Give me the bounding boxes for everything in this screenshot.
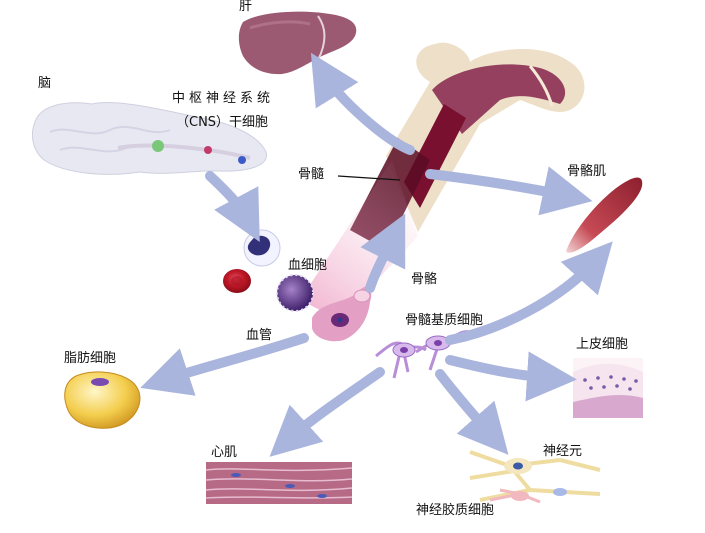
neuron-glia-illustration <box>469 450 601 504</box>
label-bone: 骨骼 <box>411 272 438 287</box>
label-marrow-stromal-cells: 骨髓基质细胞 <box>405 313 484 328</box>
label-bone-marrow: 骨髓 <box>298 167 325 182</box>
liver-organ <box>238 11 357 75</box>
arrow-brain-to-blood <box>205 171 260 243</box>
bone-marrow-pointer <box>337 175 401 181</box>
brain-organ <box>31 102 267 175</box>
blood-cells-illustration <box>223 229 314 312</box>
epithelial-cells-illustration <box>573 358 643 418</box>
arrow-stromal-to-cardiac <box>269 367 385 457</box>
arrow-stromal-to-epithelium <box>445 351 577 402</box>
skeletal-muscle-illustration <box>566 177 643 253</box>
label-cns-line1: 中枢神经系统 <box>172 91 275 106</box>
label-blood-cells: 血细胞 <box>288 258 328 273</box>
label-brain: 脑 <box>38 76 52 91</box>
label-neuron: 神经元 <box>543 444 583 459</box>
label-fat-cell: 脂肪细胞 <box>64 351 117 366</box>
arrow-bone-to-muscle <box>425 166 593 216</box>
blood-vessel-cells <box>312 286 372 342</box>
bone-marrow-illustration <box>300 42 585 320</box>
arrow-vessel-to-bone <box>360 213 406 293</box>
label-liver: 肝 <box>239 0 253 14</box>
differentiation-arrows <box>140 52 613 457</box>
label-epithelial-cell: 上皮细胞 <box>576 337 629 352</box>
arrow-vessel-to-fat <box>140 333 309 396</box>
cardiac-muscle-illustration <box>205 462 353 504</box>
label-glial-cell: 神经胶质细胞 <box>416 503 495 518</box>
label-cardiac-muscle: 心肌 <box>211 445 238 460</box>
label-skeletal-muscle: 骨骼肌 <box>567 164 607 179</box>
label-cns-line2: （CNS）干细胞 <box>176 115 269 130</box>
fat-cell-illustration <box>64 371 141 429</box>
arrow-stromal-to-neuron <box>435 369 509 455</box>
arrow-stromal-to-muscle <box>445 241 613 345</box>
arrow-bone-to-liver <box>310 52 415 155</box>
label-blood-vessel: 血管 <box>246 328 273 343</box>
